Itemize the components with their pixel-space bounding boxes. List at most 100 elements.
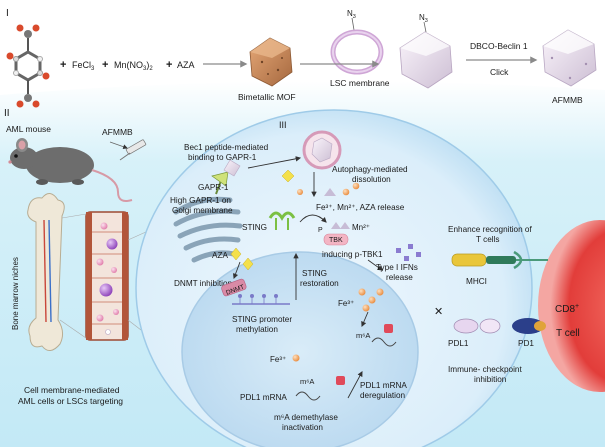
plus-sign-2: + — [102, 59, 108, 71]
golgi-label-line1: High GAPR-1 on — [170, 196, 231, 205]
phospho-p-label: P — [318, 227, 323, 234]
cd8-label: CD8+ — [555, 303, 579, 315]
coated-mof-icon — [399, 31, 453, 89]
sting-restoration-line2: restoration — [300, 279, 339, 288]
deregulation-label-line2: deregulation — [360, 391, 406, 400]
deregulation-label-line1: PDL1 mRNA — [360, 381, 407, 390]
ifn-label-line1: Type I IFNs — [376, 263, 418, 272]
zoom-line-top — [61, 213, 87, 219]
reagent-fecl3: FeCl3 — [72, 60, 95, 72]
targeting-caption-line1: Cell membrane-mediated — [24, 385, 120, 395]
autophagy-label-line2: dissolution — [352, 175, 391, 184]
pdl1-pd1-complex-icon — [453, 318, 546, 334]
mrna-strand-right — [371, 337, 397, 347]
bimetallic-mof-icon — [249, 37, 293, 87]
aza-label: AZA — [212, 251, 228, 260]
autophagy-label-line1: Autophagy-mediated — [332, 165, 408, 174]
m6a-label-right: m⁶A — [356, 331, 370, 340]
azide-label-2: N3 — [419, 13, 428, 24]
bone-icon — [27, 193, 65, 351]
dna-strand-icon — [232, 294, 290, 305]
mhci-label: MHCI — [466, 277, 487, 286]
fe3-label-upper: Fe³⁺ — [338, 299, 354, 308]
lsc-membrane-ring-highlight — [332, 31, 382, 73]
afmmb-particle-icon — [542, 29, 597, 87]
mn2-label: Mn²⁺ — [352, 223, 370, 232]
ion-release-label: Fe³⁺, Mn²⁺, AZA release — [316, 203, 405, 212]
golgi-label-line2: Golgi membrane — [172, 206, 233, 215]
fe-particle — [376, 288, 384, 296]
block-x-icon: ✕ — [434, 306, 443, 318]
p-tbk1-label: inducing p-TBK1 — [322, 250, 383, 259]
enhance-label-line1: Enhance recognition of — [448, 225, 532, 234]
syringe-icon — [109, 139, 147, 161]
tbk-label: TBK — [329, 237, 343, 244]
plus-sign-1: + — [60, 59, 66, 71]
checkpoint-label-line1: Immune- checkpoint — [448, 365, 522, 374]
gapr1-receptor-icon — [211, 159, 241, 195]
mn-triangle-icon — [324, 188, 336, 196]
ifn-label-line2: release — [386, 273, 413, 282]
mof-label: Bimetallic MOF — [238, 92, 296, 102]
autophagosome-icon — [302, 130, 342, 170]
lsc-membrane-label: LSC membrane — [330, 78, 390, 88]
fe-particle — [368, 296, 376, 304]
sting-restoration-line1: STING — [302, 269, 327, 278]
bec1-label-line2: binding to GAPR-1 — [188, 153, 257, 162]
methylation-label-line2: methylation — [236, 325, 278, 334]
fe-particle — [362, 304, 370, 312]
m6a-demethylase-icon — [336, 376, 345, 385]
reagent-aza: AZA — [177, 60, 195, 70]
panel-label-two: II — [4, 108, 10, 119]
click-reagent-label: DBCO-Beclin 1 — [470, 41, 528, 51]
ion-particle — [352, 182, 360, 190]
pdl1-mrna-label: PDL1 mRNA — [240, 393, 287, 402]
nucleus — [181, 251, 419, 447]
aza-star-icon — [242, 257, 254, 271]
m6a-demethylase-icon — [384, 324, 393, 333]
mrna-strand-left — [295, 391, 321, 401]
arrow-to-ifn — [367, 259, 383, 271]
panel-label-three: III — [279, 120, 287, 130]
click-label: Click — [490, 67, 509, 77]
methylation-label-line1: STING promoter — [232, 315, 292, 324]
tbk-protein — [323, 233, 349, 246]
enhance-label-line2: T cells — [476, 235, 500, 244]
azide-label-1: N3 — [347, 9, 356, 20]
gapr1-label: GAPR-1 — [198, 183, 229, 192]
ion-particle — [342, 188, 350, 196]
dnmt-enzyme — [221, 278, 247, 297]
mn-triangle-icon — [331, 222, 341, 229]
checkpoint-label-line2: inhibition — [474, 375, 507, 384]
sting-label: STING — [242, 223, 267, 232]
aml-mouse-label: AML mouse — [6, 124, 51, 134]
arrow-deregulation — [347, 371, 363, 399]
bec1-label-line1: Bec1 peptide-mediated — [184, 143, 269, 152]
demethylase-label-line1: m⁶A demethylase — [274, 413, 338, 422]
fe-particle — [292, 354, 300, 362]
pdl1-label: PDL1 — [448, 339, 469, 348]
azide-linker-1 — [351, 17, 355, 31]
golgi-apparatus — [173, 196, 243, 263]
mn-triangle-icon — [340, 222, 350, 229]
arrow-sting-tbk — [299, 214, 327, 223]
arrow-aza-dnmt — [232, 261, 241, 280]
dnmt-inhibition-label: DNMT inhibition — [174, 279, 233, 288]
afmmb-label: AFMMB — [552, 95, 583, 105]
aza-star-icon — [230, 247, 242, 261]
sting-protein-icon — [268, 211, 296, 230]
panel-label-one: I — [6, 8, 9, 19]
targeting-caption-line2: AML cells or LSCs targeting — [18, 396, 123, 406]
m6a-label-left: m⁶A — [300, 377, 314, 386]
mouse-icon — [8, 138, 133, 202]
drug-afmmb-label: AFMMB — [102, 127, 133, 137]
t-cell-label: T cell — [556, 328, 580, 339]
bone-marrow-niches-label: Bone marrow niches — [11, 257, 20, 330]
plus-sign-3: + — [166, 59, 172, 71]
aza-star-icon — [281, 169, 295, 183]
demethylase-label-line2: inactivation — [282, 423, 323, 432]
mhci-tcr-complex-icon — [451, 250, 548, 270]
azide-linker-2 — [423, 21, 427, 33]
ion-particle — [297, 189, 303, 195]
